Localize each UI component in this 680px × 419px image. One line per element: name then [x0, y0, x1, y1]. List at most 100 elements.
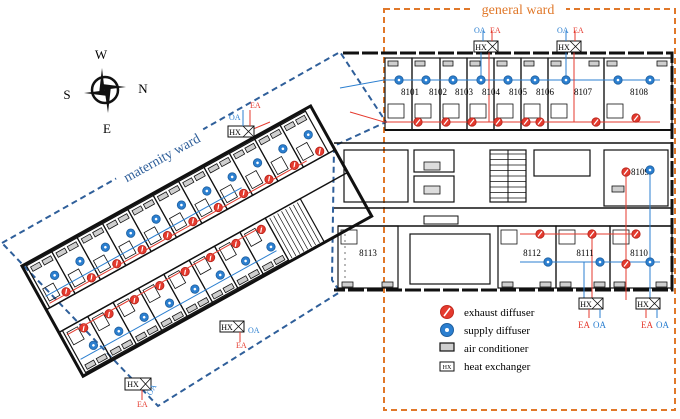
- bathroom: [219, 184, 239, 204]
- room-8109: [603, 149, 669, 207]
- bathroom: [523, 103, 541, 119]
- supply-diffuser-dot: [53, 274, 56, 277]
- heat-exchanger-icon-text: HX: [443, 365, 452, 371]
- maternity-ward-label-bg: [114, 127, 210, 189]
- supply-diffuser-dot: [648, 78, 652, 82]
- stair-step: [277, 213, 301, 254]
- room-label-8105: 8105: [509, 87, 528, 97]
- heat-exchanger-top-left: HX OA EA: [473, 26, 501, 53]
- supply-diffuser-dot: [78, 259, 82, 263]
- oa-label: OA: [248, 326, 260, 335]
- supply-diffuser-dot: [104, 245, 107, 249]
- hx-cross-b: [591, 297, 604, 310]
- bathroom: [245, 170, 264, 190]
- supply-diffuser-dot: [168, 301, 171, 305]
- air-conditioner: [218, 156, 232, 168]
- hx-cross-b: [569, 40, 582, 53]
- air-conditioner: [146, 325, 159, 336]
- stair-step: [293, 204, 316, 246]
- hx-label: HX: [229, 128, 241, 137]
- supply-diffuser-dot: [256, 161, 259, 165]
- bathroom: [194, 198, 213, 218]
- maternity-supply-duct-top: [45, 187, 242, 297]
- supply-diffuser-dot: [616, 78, 620, 82]
- exhaust-diffuser-slash: [623, 261, 629, 267]
- exhaust-diffuser-slash: [593, 119, 599, 125]
- hx-label: HX: [558, 43, 570, 52]
- room-labels: 8101 8102 8103 8104 8105 8106 8107 8108 …: [359, 87, 649, 258]
- bathroom: [66, 326, 85, 346]
- legend-label-exhaust: exhaust diffuser: [464, 307, 535, 319]
- air-conditioner: [258, 135, 271, 146]
- air-conditioner: [496, 60, 508, 67]
- air-conditioner: [106, 219, 119, 230]
- bathroom: [496, 103, 514, 119]
- room-label-8109: 8109: [631, 167, 650, 177]
- compass: W N S E: [63, 47, 148, 136]
- hx-box: [473, 40, 499, 53]
- supply-diffuser-dot: [306, 133, 310, 137]
- exhaust-diffuser-slash: [537, 119, 543, 125]
- air-conditioner: [273, 254, 286, 266]
- air-conditioner: [66, 241, 79, 252]
- ward-room: [609, 225, 673, 289]
- ea-label: EA: [236, 341, 247, 350]
- maternity-supply-duct-bottom: [80, 250, 277, 360]
- bathroom: [558, 229, 576, 245]
- air-conditioner: [656, 60, 668, 67]
- compass-arrow-east: [104, 86, 111, 113]
- air-conditioner: [269, 128, 282, 140]
- bathroom: [243, 227, 263, 247]
- supply-diffuser-dot: [564, 78, 568, 82]
- bathroom: [340, 229, 358, 245]
- ea-label: EA: [573, 26, 584, 35]
- diffusers: [394, 75, 655, 269]
- maternity-wing: [19, 103, 374, 379]
- bathroom: [500, 229, 518, 245]
- supply-diffuser-dot: [230, 175, 234, 179]
- general-ward-label: general ward: [482, 3, 555, 18]
- hx-box: [556, 40, 582, 53]
- supply-diffuser-dot: [506, 78, 510, 82]
- supply-diffuser-dot: [533, 78, 537, 82]
- hx-cross-b: [232, 320, 245, 333]
- oa-label: OA: [656, 320, 669, 330]
- hx-cross-b: [242, 125, 255, 138]
- room-label-8106: 8106: [536, 87, 555, 97]
- legend-item-exhaust: exhaust diffuser: [440, 305, 535, 319]
- core-wc-a: [423, 161, 441, 171]
- exhaust-diffuser-slash: [633, 115, 639, 121]
- nurse-station: [423, 215, 459, 225]
- legend-item-ac: air conditioner: [439, 342, 529, 355]
- legend-label-hx: heat exchanger: [464, 361, 531, 373]
- air-conditioner: [95, 353, 108, 364]
- air-conditioner: [168, 184, 181, 196]
- supply-diffuser-dot: [397, 78, 401, 82]
- ward-room: [603, 57, 673, 131]
- air-conditioner: [135, 331, 148, 342]
- legend-item-hx: HX heat exchanger: [439, 361, 531, 373]
- ea-label: EA: [578, 320, 590, 330]
- legend-item-supply: supply diffuser: [440, 323, 530, 337]
- supply-diffuser-dot: [479, 78, 483, 82]
- bathroom: [469, 103, 487, 119]
- air-conditioner: [121, 339, 134, 350]
- bathroom: [118, 240, 137, 260]
- supply-diffuser-dot: [129, 231, 133, 235]
- supply-diffuser-dot: [180, 203, 183, 207]
- air-conditioner: [559, 281, 572, 288]
- air-conditioner: [41, 255, 54, 266]
- stair-step: [285, 208, 309, 250]
- exhaust-diffuser-slash: [495, 119, 501, 125]
- supply-diffuser-dot: [648, 260, 652, 264]
- legend: exhaust diffuser supply diffuser air con…: [439, 305, 535, 373]
- room-label-8103: 8103: [455, 87, 474, 97]
- compass-w: W: [95, 47, 108, 62]
- bathroom: [167, 269, 187, 290]
- air-conditioner: [232, 149, 246, 160]
- ea-label: EA: [490, 26, 501, 35]
- supply-diffuser-dot: [451, 78, 455, 82]
- air-conditioner: [222, 282, 235, 294]
- air-conditioner: [655, 281, 668, 288]
